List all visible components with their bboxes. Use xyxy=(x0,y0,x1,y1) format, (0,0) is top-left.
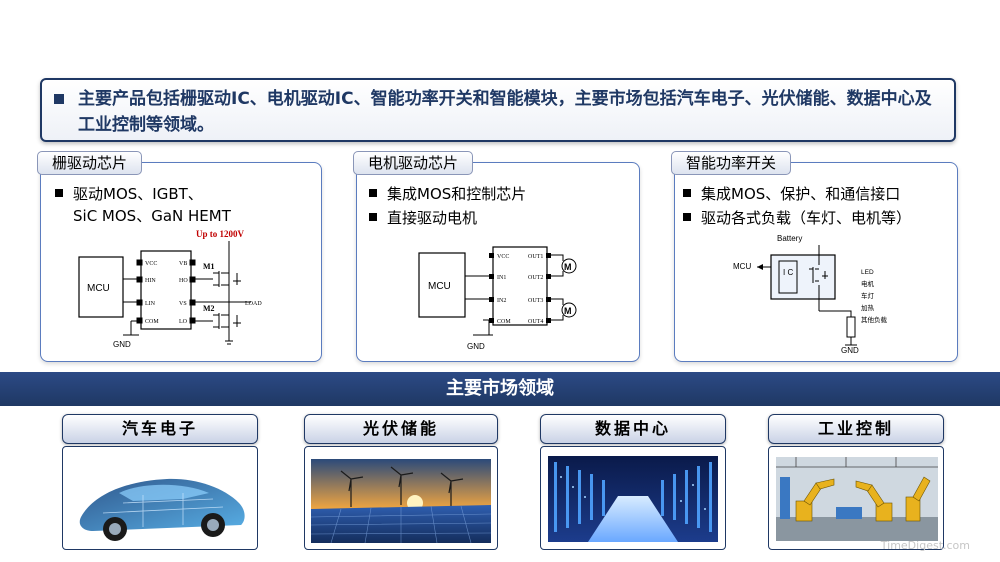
motor-2-label: M xyxy=(564,306,572,316)
gnd-label: GND xyxy=(467,342,485,351)
mcu-label: MCU xyxy=(733,262,751,271)
pin-vs: VS xyxy=(179,301,187,307)
pin-in1: IN1 xyxy=(497,275,506,281)
load-label: LOAD xyxy=(245,301,262,307)
card-gate-driver-item-1: 驱动MOS、IGBT、 xyxy=(55,183,203,205)
pin-out1: OUT1 xyxy=(528,254,543,260)
card-motor-driver-title: 电机驱动芯片 xyxy=(353,151,474,175)
load-other: 其他负载 xyxy=(861,315,888,324)
pin-out2: OUT2 xyxy=(528,275,543,281)
pin-com: COM xyxy=(145,319,159,325)
card-smart-switch-title: 智能功率开关 xyxy=(671,151,792,175)
pin-vcc: VCC xyxy=(145,261,157,267)
motor-1-label: M xyxy=(564,262,572,272)
chip-body xyxy=(492,246,548,326)
datacenter-image xyxy=(548,456,718,542)
market-industrial-label: 工业控制 xyxy=(768,414,944,444)
ic-inner xyxy=(778,260,798,294)
pin-lo: LO xyxy=(179,319,188,325)
gnd-label: GND xyxy=(841,346,859,355)
market-automotive-box xyxy=(62,446,258,550)
mcu-label: MCU xyxy=(87,283,110,294)
mcu-label: MCU xyxy=(428,281,451,292)
industrial-robot-image xyxy=(776,457,938,541)
solar-wind-image xyxy=(311,459,491,543)
market-solar-label: 光伏储能 xyxy=(304,414,498,444)
card-smart-switch: 智能功率开关 集成MOS、保护、和通信接口 驱动各式负载（车灯、电机等） Bat… xyxy=(671,151,958,362)
summary-bullet xyxy=(54,94,64,104)
pin-ho: HO xyxy=(179,278,188,284)
card-motor-driver-item-1: 集成MOS和控制芯片 xyxy=(369,183,526,205)
load-led: LED xyxy=(861,269,874,276)
market-datacenter: 数据中心 xyxy=(540,414,726,550)
ic-box xyxy=(770,254,836,300)
m1-label: M1 xyxy=(203,262,215,271)
pin-vb: VB xyxy=(179,261,187,267)
market-datacenter-box xyxy=(540,446,726,550)
smart-switch-diagram: Battery MCU I C LED 电机 车灯 加热 其他负载 GND xyxy=(733,234,888,355)
card-smart-switch-item-1: 集成MOS、保护、和通信接口 xyxy=(683,183,900,205)
pin-out3: OUT3 xyxy=(528,298,543,304)
summary-box: 主要产品包括栅驱动IC、电机驱动IC、智能功率开关和智能模块，主要市场包括汽车电… xyxy=(40,78,956,142)
markets-band-title: 主要市场领域 xyxy=(0,372,1000,406)
battery-label: Battery xyxy=(777,234,802,243)
pin-vcc: VCC xyxy=(497,254,509,260)
m2-label: M2 xyxy=(203,304,215,313)
market-automotive-label: 汽车电子 xyxy=(62,414,258,444)
gnd-label: GND xyxy=(113,340,131,349)
pin-out4: OUT4 xyxy=(528,319,543,325)
pin-com: COM xyxy=(497,319,511,325)
market-industrial-box xyxy=(768,446,944,550)
mcu-box xyxy=(78,256,124,318)
load-motor: 电机 xyxy=(861,279,875,288)
card-gate-driver: 栅驱动芯片 驱动MOS、IGBT、 SiC MOS、GaN HEMT Up to… xyxy=(37,151,322,362)
card-gate-driver-item-2: SiC MOS、GaN HEMT xyxy=(73,207,231,225)
ic-label: I C xyxy=(783,268,793,277)
card-motor-driver: 电机驱动芯片 集成MOS和控制芯片 直接驱动电机 MCU VCC IN1 IN2… xyxy=(353,151,640,362)
voltage-label: Up to 1200V xyxy=(196,229,245,239)
load-heater: 加热 xyxy=(861,303,875,312)
pin-hin: HIN xyxy=(145,278,156,284)
card-gate-driver-title: 栅驱动芯片 xyxy=(37,151,143,175)
card-smart-switch-item-2: 驱动各式负载（车灯、电机等） xyxy=(683,207,911,229)
summary-text: 主要产品包括栅驱动IC、电机驱动IC、智能功率开关和智能模块，主要市场包括汽车电… xyxy=(78,89,932,135)
load-headlight: 车灯 xyxy=(861,291,875,300)
gate-driver-diagram: Up to 1200V MCU VCC HIN LIN COM VB HO VS… xyxy=(78,229,262,349)
market-solar-box xyxy=(304,446,498,550)
market-solar: 光伏储能 xyxy=(304,414,498,550)
pin-in2: IN2 xyxy=(497,298,506,304)
market-datacenter-label: 数据中心 xyxy=(540,414,726,444)
chip-body xyxy=(140,250,192,330)
watermark-text: TimeDigest.com xyxy=(880,539,970,552)
pin-lin: LIN xyxy=(145,301,156,307)
market-automotive: 汽车电子 xyxy=(62,414,258,550)
market-industrial: 工业控制 xyxy=(768,414,944,550)
motor-driver-diagram: MCU VCC IN1 IN2 COM OUT1 OUT2 OUT3 OUT4 … xyxy=(418,246,577,351)
card-motor-driver-item-2: 直接驱动电机 xyxy=(369,207,477,229)
car-image xyxy=(79,478,245,541)
mcu-box xyxy=(418,252,466,318)
